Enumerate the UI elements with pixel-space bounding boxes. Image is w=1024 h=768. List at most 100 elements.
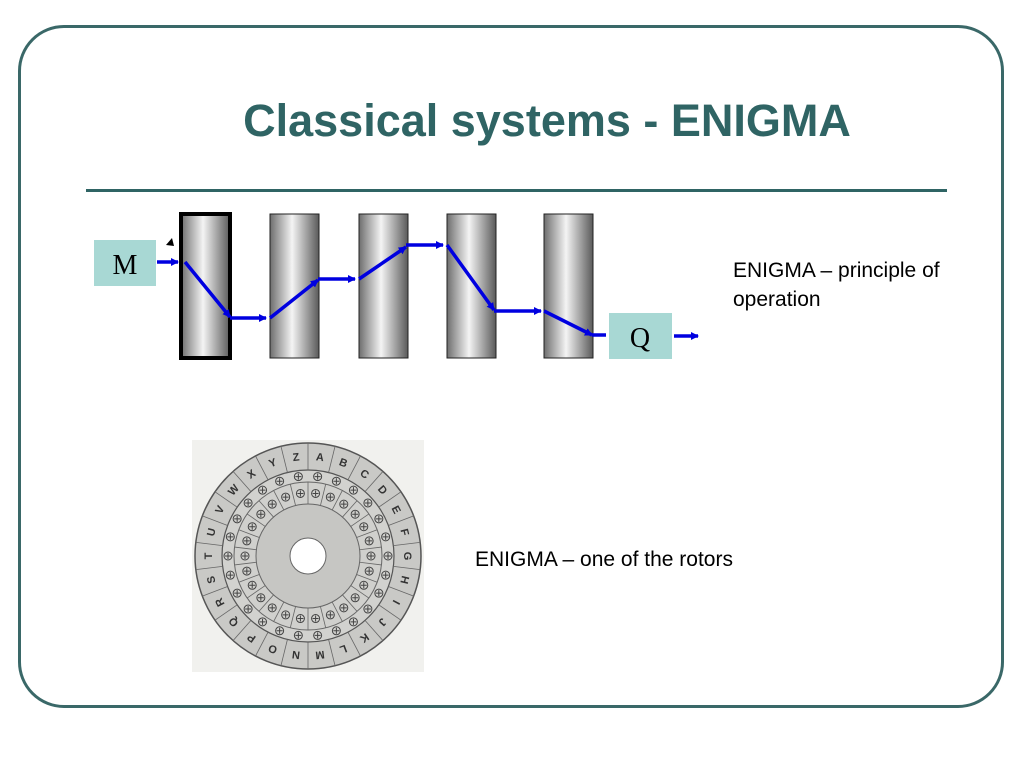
rotor-contact-pin [256,593,266,603]
rotor-contact-pin [293,472,303,482]
rotor-contact-pin [267,603,277,613]
rotor-contact-pin [363,498,373,508]
caption-principle: ENIGMA – principle of operation [733,259,940,311]
enigma-principle-diagram: M Q [94,212,699,360]
rotor-contact-pin [267,499,277,509]
rotor-contact-pin [359,580,369,590]
rotor-ring-divider [356,529,378,538]
rotor-ring-divider [364,471,384,492]
rotor-contact-pin [350,509,360,519]
signal-path [157,241,699,340]
rotor-contact-pin [359,522,369,532]
rotor-letter: T [203,552,215,559]
rotor-contact-pin [232,514,242,524]
rotor-contact-pin [311,488,321,498]
rotor-contact-pin [325,610,335,620]
rotor-ring-divider [359,561,382,566]
rotor-contact-pin [242,566,252,576]
rotor-letter: Y [267,456,279,470]
rotor-ring-divider [195,565,223,571]
rotor-contact-pin [313,472,323,482]
rotor-ring-divider [232,620,252,641]
rotor-ring-divider [350,513,370,527]
rotor-letter: N [291,648,300,661]
rotor-contact-pin [275,476,285,486]
rotor-ring-divider [359,546,382,551]
rotor-contact-pin [240,551,250,561]
rotor-ring-divider [246,513,266,527]
rotor-letter: I [390,598,402,606]
rotor-contact-pin [225,570,235,580]
rotor-letter: U [205,527,219,538]
slide-title: Classical systems - ENIGMA [243,95,851,146]
rotor-ring-divider [331,490,343,511]
rotor-ring-divider [234,561,257,566]
rotor-3 [358,213,409,359]
rotor-ring-divider [258,594,274,612]
rotor-contact-pin [295,614,305,624]
rotor-contact-pin [364,536,374,546]
rotor-contact-pin [293,630,303,640]
rotor-ring-divider [273,601,285,622]
rotor-contact-pin [350,593,360,603]
rotor-ring-divider [238,529,260,538]
rotor-ring-divider [356,574,378,583]
output-letter-box [609,313,672,359]
rotor-letter: A [315,451,324,464]
rotor-ring-divider [238,574,260,583]
rotor-contact-pin [331,626,341,636]
rotor-ring-divider [328,446,336,473]
caption-rotor: ENIGMA – one of the rotors [475,548,733,571]
rotor-pointer-icon [166,238,174,246]
rotor-ring-divider [331,601,343,622]
rotor-letter: L [338,642,349,656]
rotor-ring-divider [320,606,327,628]
rotor-contact-pin [339,603,349,613]
rotor-ring-divider [378,491,402,508]
rotor-contact-pin [339,499,349,509]
rotor-contact-pin [223,551,233,561]
rotor-ring-divider [273,490,285,511]
rotor-ring-divider [280,446,288,473]
rotor-ring-divider [347,455,361,481]
rotor-ring-divider [393,565,421,571]
rotor-ring-divider [280,639,288,666]
rotor-ring-divider [246,585,266,599]
rotor-contact-pin [281,492,291,502]
rotor-contact-pin [281,610,291,620]
rotor-ring-divider [378,604,402,621]
rotor-ring-divider [232,471,252,492]
rotor-letter: M [315,648,326,661]
rotor-contact-pin [374,588,384,598]
rotor-contact-pin [311,614,321,624]
rotor-ring-divider [289,606,296,628]
rotor-contact-pin [383,551,393,561]
rotor-contact-pin [232,588,242,598]
rotor-ring-divider [364,620,384,641]
rotor-ring-divider [255,455,269,481]
rotor-contact-pin [381,532,391,542]
rotor-ring-divider [214,604,238,621]
output-letter: Q [630,323,650,354]
rotor-ring-divider [347,631,361,657]
rotor-ring-divider [195,541,223,547]
rotor-contact-pin [363,604,373,614]
rotor-ring-divider [350,585,370,599]
rotor-contact-pin [256,509,266,519]
rotor-4 [446,213,497,359]
rotor-letter: S [205,575,218,585]
rotor-contact-pin [242,536,252,546]
rotor-ring-divider [258,500,274,518]
rotor-contact-pin [348,485,358,495]
rotor-ring-divider [214,491,238,508]
rotor-contact-pin [258,617,268,627]
rotor-contact-pin [295,488,305,498]
slide-frame [18,25,1004,708]
rotor-ring-divider [320,484,327,506]
rotor-contact-pin [381,570,391,580]
rotor-contact-pin [243,604,253,614]
rotor-contact-pin [247,522,257,532]
rotor-contact-pin [374,514,384,524]
rotor-contact-pin [331,476,341,486]
rotor-ring-divider [328,639,336,666]
